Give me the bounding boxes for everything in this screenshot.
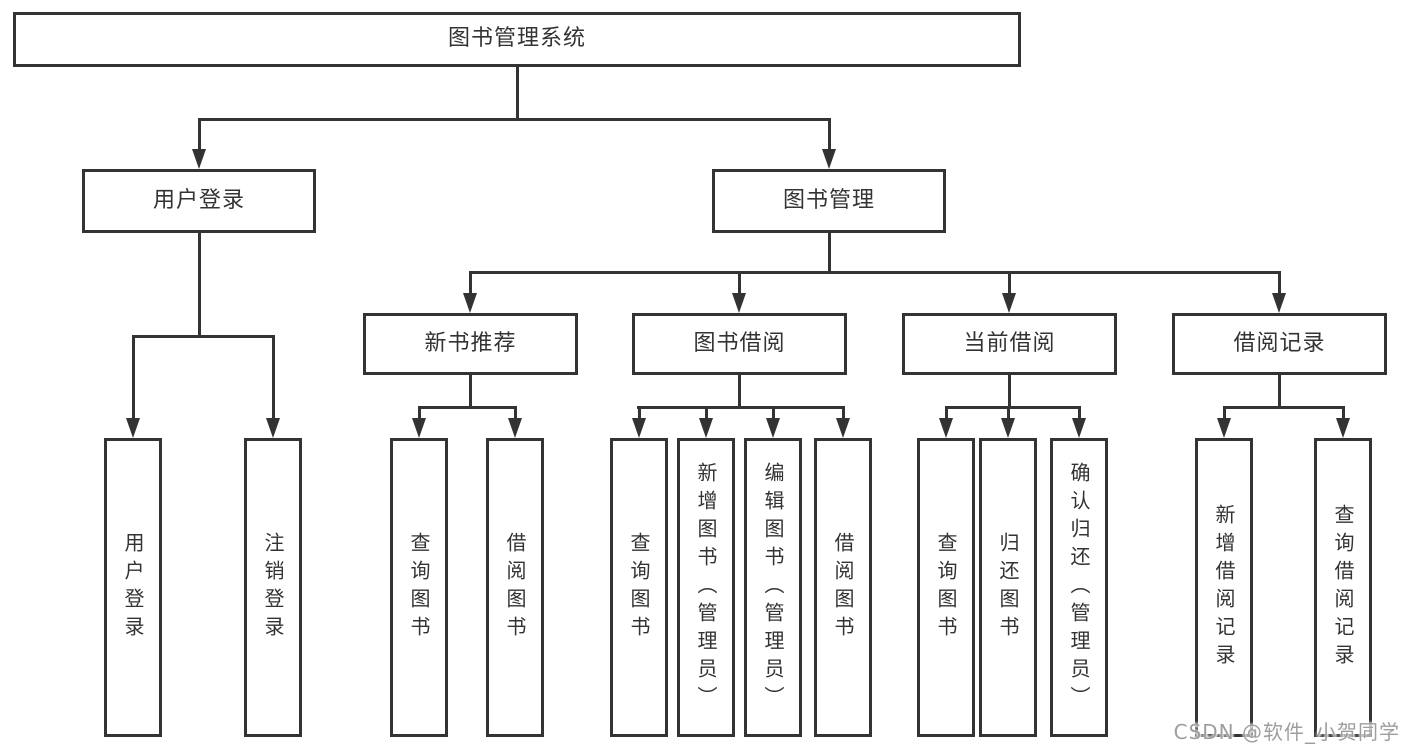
arrowhead-icon	[732, 293, 746, 313]
edge-drop	[827, 118, 831, 150]
edge-drop	[771, 406, 775, 419]
leaf-add-book-admin: 新增图书（管理员）	[677, 438, 735, 737]
arrowhead-icon	[412, 418, 426, 438]
edge-user-login-stem	[197, 233, 201, 336]
edge-drop	[1006, 406, 1010, 419]
arrowhead-icon	[1002, 293, 1016, 313]
edge-drop	[468, 271, 472, 294]
arrowhead-icon	[632, 418, 646, 438]
arrowhead-icon	[508, 418, 522, 438]
leaf-borrow-books: 借阅图书	[814, 438, 872, 737]
leaf-edit-book-admin: 编辑图书（管理员）	[744, 438, 802, 737]
arrowhead-icon	[699, 418, 713, 438]
edge-leaf-rail	[417, 406, 517, 409]
leaf-query-borrow-record: 查询借阅记录	[1314, 438, 1372, 737]
edge-drop	[131, 335, 135, 419]
edge-stem	[1277, 375, 1281, 409]
edge-drop	[513, 406, 517, 419]
edge-leaf-rail	[944, 406, 1081, 409]
edge-drop	[1007, 271, 1011, 294]
edge-leaf-rail	[1222, 406, 1345, 409]
arrowhead-icon	[1336, 418, 1350, 438]
arrowhead-icon	[463, 293, 477, 313]
leaf-query-books-current: 查询图书	[917, 438, 975, 737]
edge-book-mgmt-stem	[827, 233, 831, 274]
edge-stem	[1007, 375, 1011, 409]
leaf-borrow-books-recommend: 借阅图书	[486, 438, 544, 737]
leaf-return-book: 归还图书	[979, 438, 1037, 737]
edge-stem	[468, 375, 472, 409]
edge-drop	[944, 406, 948, 419]
edge-drop	[1277, 271, 1281, 294]
node-system-root: 图书管理系统	[13, 12, 1021, 67]
edge-drop	[271, 335, 275, 419]
arrowhead-icon	[1217, 418, 1231, 438]
arrowhead-icon	[822, 149, 836, 169]
node-borrow-records: 借阅记录	[1172, 313, 1387, 375]
leaf-confirm-return-admin: 确认归还（管理员）	[1050, 438, 1108, 737]
node-new-book-recommend: 新书推荐	[363, 313, 578, 375]
edge-drop	[1222, 406, 1226, 419]
leaf-user-login: 用户登录	[104, 438, 162, 737]
leaf-query-books-recommend: 查询图书	[390, 438, 448, 737]
node-book-management: 图书管理	[712, 169, 946, 233]
edge-level2-rail	[197, 118, 831, 121]
arrowhead-icon	[192, 149, 206, 169]
leaf-logout: 注销登录	[244, 438, 302, 737]
edge-drop	[1077, 406, 1081, 419]
edge-drop	[737, 271, 741, 294]
arrowhead-icon	[766, 418, 780, 438]
arrowhead-icon	[1001, 418, 1015, 438]
edge-drop	[1341, 406, 1345, 419]
edge-user-login-rail	[131, 335, 275, 338]
csdn-watermark: CSDN @软件_小贺同学	[1173, 720, 1400, 744]
leaf-add-borrow-record: 新增借阅记录	[1195, 438, 1253, 737]
node-current-borrow: 当前借阅	[902, 313, 1117, 375]
edge-stem	[737, 375, 741, 409]
arrowhead-icon	[836, 418, 850, 438]
edge-drop	[417, 406, 421, 419]
edge-leaf-rail	[636, 406, 845, 409]
edge-drop	[704, 406, 708, 419]
arrowhead-icon	[266, 418, 280, 438]
edge-drop	[841, 406, 845, 419]
node-book-borrow: 图书借阅	[632, 313, 847, 375]
node-user-login: 用户登录	[82, 169, 316, 233]
edge-drop	[197, 118, 201, 150]
arrowhead-icon	[1072, 418, 1086, 438]
leaf-query-books-borrow: 查询图书	[610, 438, 668, 737]
edge-level3-rail	[468, 271, 1281, 274]
edge-drop	[637, 406, 641, 419]
arrowhead-icon	[939, 418, 953, 438]
edge-root-stem	[515, 67, 519, 118]
arrowhead-icon	[1272, 293, 1286, 313]
arrowhead-icon	[126, 418, 140, 438]
